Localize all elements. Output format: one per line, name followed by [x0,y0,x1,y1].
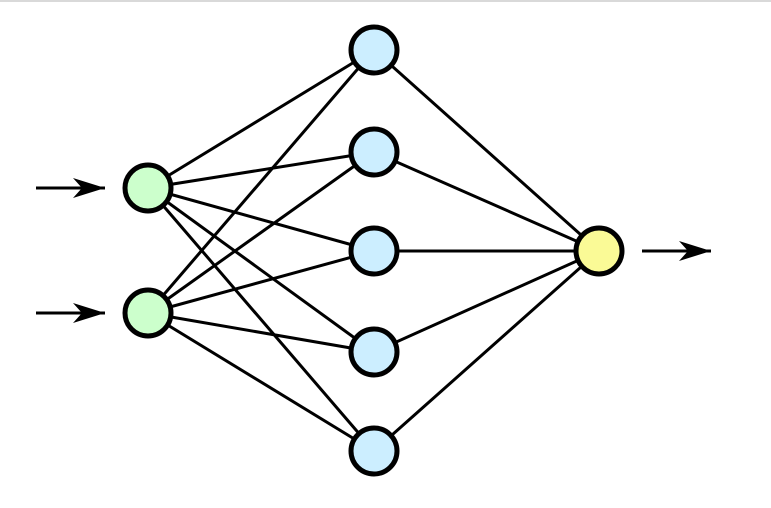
edge-i2-h4 [147,311,375,354]
edge-i2-h5 [147,311,375,453]
edge-i1-h3 [147,186,375,253]
hidden-node-h3 [348,225,400,277]
edge-h4-o1 [373,249,600,354]
hidden-node-h2 [348,126,400,178]
edge-i1-h1 [147,48,375,190]
edge-i2-h3 [147,249,375,315]
edge-i2-h2 [147,150,375,315]
edge-i1-h4 [147,186,375,354]
input-node-i2 [122,287,174,339]
edge-i2-h1 [146,49,376,314]
edge-i1-h2 [147,150,375,190]
edge-h1-o1 [373,48,600,253]
edge-i1-h5 [146,187,376,452]
input-node-i1 [122,162,174,214]
edge-h5-o1 [373,249,600,453]
edges-group [146,48,600,453]
arrows-group [36,178,711,323]
hidden-node-h1 [348,24,400,76]
output-node-o1 [573,225,625,277]
nodes-group [122,24,625,477]
hidden-node-h5 [348,425,400,477]
hidden-node-h4 [348,326,400,378]
edge-h2-o1 [373,150,600,253]
